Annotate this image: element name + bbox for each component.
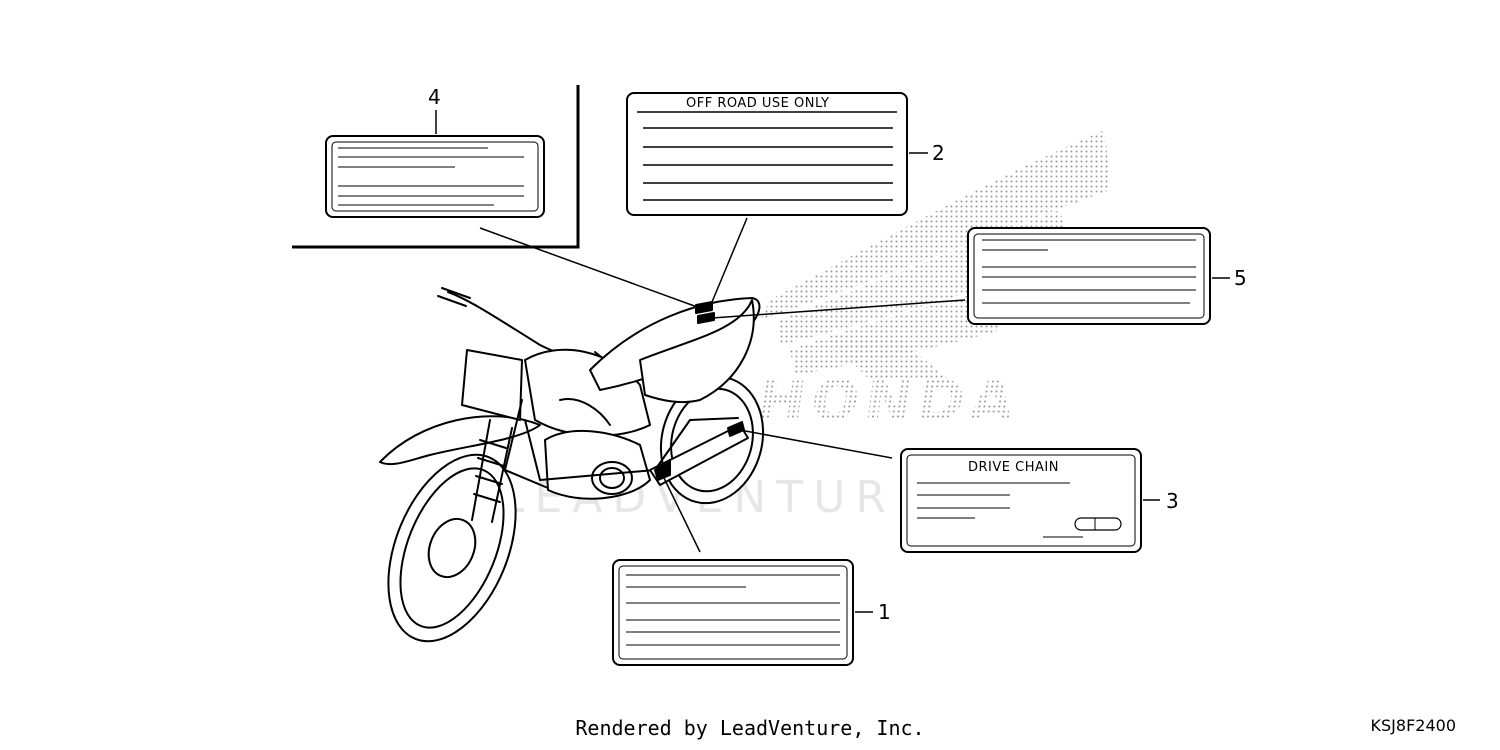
label-3-title: DRIVE CHAIN [968, 460, 1059, 475]
callout-2: 2 [932, 141, 945, 165]
callout-1: 1 [878, 600, 891, 624]
rendered-by-credit: Rendered by LeadVenture, Inc. [575, 716, 925, 740]
label-4-frame [292, 85, 580, 249]
diagram-code: KSJ8F2400 [1370, 716, 1456, 735]
leader-2-to-bike [711, 217, 748, 303]
label-4-sticker [325, 135, 545, 218]
leader-4-to-bike [479, 227, 701, 309]
leader-1-to-bike [663, 477, 701, 553]
leader-5-to-bike [711, 299, 966, 319]
honda-watermark-text: HONDA [754, 369, 1024, 434]
honda-wing-watermark: HONDA [754, 130, 1110, 434]
label-3-sticker: DRIVE CHAIN [900, 448, 1142, 553]
leader-3-to-bike [739, 429, 893, 459]
callout-3: 3 [1166, 489, 1179, 513]
label-1-sticker [612, 559, 854, 666]
chain-gauge-icon [1074, 517, 1122, 531]
label-2-title: OFF ROAD USE ONLY [686, 96, 829, 111]
dirt-bike-illustration [379, 287, 765, 643]
callout-5: 5 [1234, 266, 1247, 290]
callout-4: 4 [428, 85, 441, 109]
label-2-sticker: OFF ROAD USE ONLY [626, 92, 908, 216]
label-5-sticker [967, 227, 1211, 325]
